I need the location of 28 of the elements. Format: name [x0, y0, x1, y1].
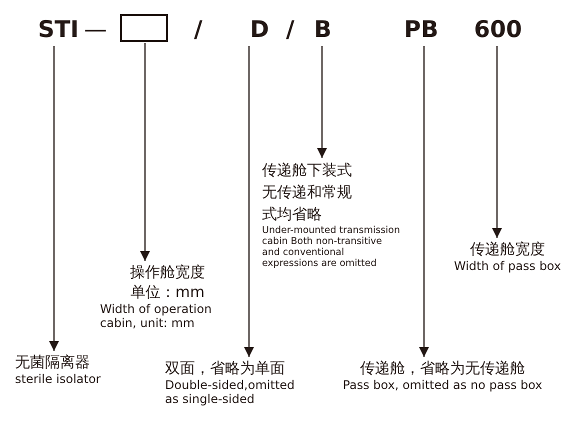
- chinese-label: 双面，省略为单面: [165, 358, 286, 378]
- code-letters: PB: [404, 15, 438, 45]
- chinese-label: 单位：mm: [129, 282, 206, 302]
- arrow: [49, 46, 59, 351]
- english-label: Width of operation cabin, unit: mm: [100, 302, 213, 330]
- arrow: [492, 46, 502, 238]
- chinese-label: 无菌隔离器: [15, 352, 91, 372]
- chinese-label: 操作舱宽度: [129, 262, 206, 282]
- arrow: [317, 46, 327, 158]
- chinese-label: 传递舱宽度: [469, 239, 546, 259]
- arrow: [419, 46, 429, 357]
- english-label: Width of pass box: [452, 259, 562, 273]
- code-letters: 600: [474, 15, 522, 45]
- blank-box: [120, 14, 168, 42]
- english-label: Double-sided,omitted as single-sided: [165, 378, 296, 406]
- english-label: Pass box, omitted as no pass box: [342, 378, 544, 392]
- chinese-label: 传递舱，省略为无传递舱: [359, 358, 526, 378]
- dash-symbol: —: [84, 16, 107, 45]
- slash-symbol: /: [286, 16, 294, 45]
- english-label: sterile isolator: [15, 372, 102, 386]
- code-letters: D: [244, 15, 270, 45]
- english-label: Under-mounted transmission cabin Both non-transitive and conventional expressions are omitted: [262, 225, 401, 269]
- chinese-label: 传递舱下装式无传递和常规式均省略: [262, 160, 353, 225]
- slash-symbol: /: [194, 16, 202, 45]
- code-letters: B: [314, 15, 332, 45]
- code-letters: STI: [38, 15, 79, 45]
- arrow: [140, 43, 150, 261]
- arrow: [244, 46, 254, 357]
